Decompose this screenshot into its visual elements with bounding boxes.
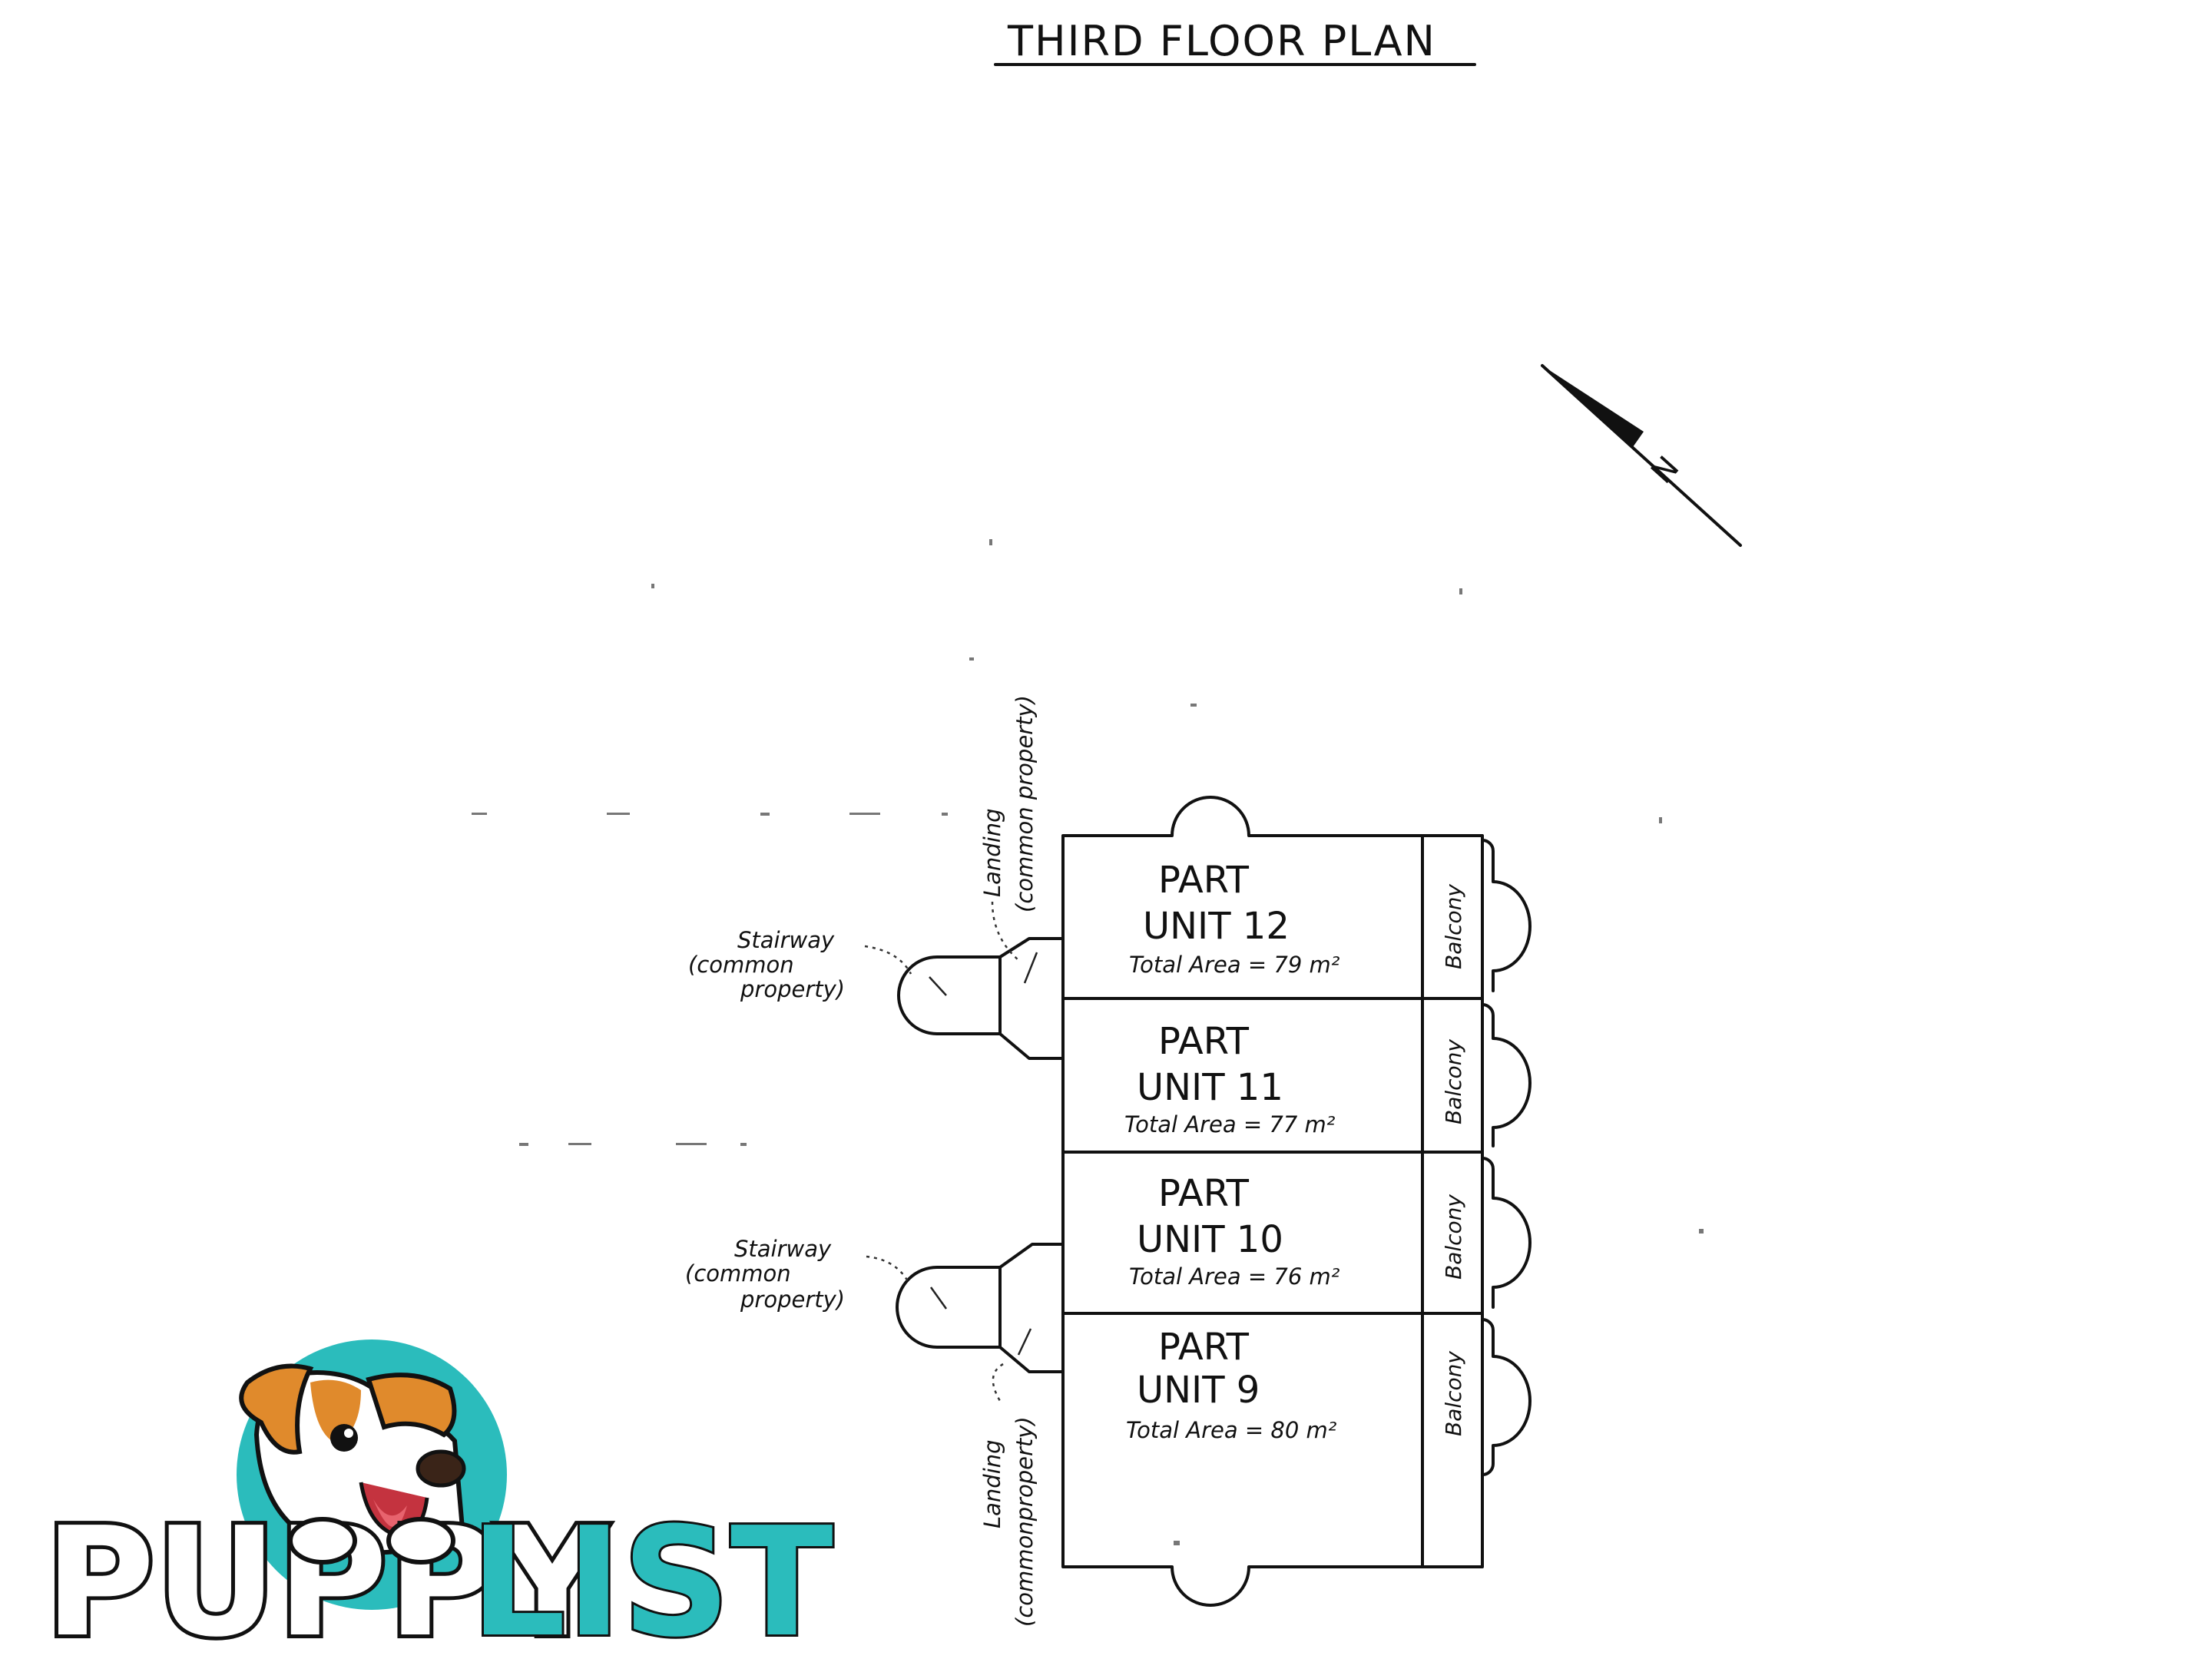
unit-12-part: PART	[1158, 859, 1250, 902]
north-label: N	[1644, 450, 1686, 491]
scan-specks	[472, 539, 1704, 1545]
svg-text:(common: (common	[688, 952, 794, 978]
right-paw-icon	[386, 1517, 455, 1565]
unit-11-part: PART	[1158, 1020, 1250, 1063]
unit-12: PART UNIT 12 Total Area = 79 m² Balcony	[1129, 859, 1466, 978]
left-paw-icon	[288, 1517, 357, 1565]
unit-12-balcony: Balcony	[1441, 884, 1466, 969]
svg-text:Landing: Landing	[979, 1439, 1005, 1528]
svg-text:Landing: Landing	[979, 808, 1005, 897]
landing-note-lower: Landing (commonproperty)	[979, 1416, 1038, 1627]
svg-text:(common property): (common property)	[1012, 695, 1038, 912]
unit-10-area: Total Area = 76 m²	[1129, 1263, 1340, 1290]
unit-12-name: UNIT 12	[1143, 905, 1290, 948]
svg-text:property): property)	[740, 1286, 845, 1313]
unit-9-area: Total Area = 80 m²	[1126, 1417, 1337, 1443]
upper-stairway	[897, 937, 1065, 1060]
north-arrow-icon: N	[1541, 364, 1742, 547]
unit-9: PART UNIT 9 Total Area = 80 m² Balcony	[1126, 1326, 1466, 1443]
landing-note-upper: Landing (common property)	[979, 695, 1038, 912]
svg-text:Stairway: Stairway	[734, 1236, 832, 1262]
lower-stairway	[896, 1243, 1065, 1373]
logo-text-list: LIST	[470, 1495, 833, 1659]
puppylist-logo: PUPPY LIST	[41, 1339, 836, 1659]
unit-9-balcony: Balcony	[1441, 1351, 1466, 1436]
building-outline	[1061, 796, 1532, 1607]
unit-12-area: Total Area = 79 m²	[1129, 952, 1340, 978]
unit-10-name: UNIT 10	[1137, 1218, 1283, 1261]
unit-11-name: UNIT 11	[1137, 1066, 1283, 1109]
svg-text:(common: (common	[685, 1260, 791, 1286]
logo-text-puppy: PUPPY	[45, 1495, 608, 1659]
unit-10-balcony: Balcony	[1441, 1194, 1466, 1280]
unit-9-name: UNIT 9	[1137, 1369, 1260, 1412]
unit-10-part: PART	[1158, 1172, 1250, 1215]
unit-9-part: PART	[1158, 1326, 1250, 1369]
stairway-note-upper: Stairway (common property)	[688, 927, 845, 1002]
plan-title-text: THIRD FLOOR PLAN	[1007, 17, 1436, 65]
stairway-note-lower: Stairway (common property)	[685, 1236, 845, 1313]
unit-11-area: Total Area = 77 m²	[1124, 1111, 1336, 1137]
svg-text:Stairway: Stairway	[737, 927, 835, 953]
unit-11-balcony: Balcony	[1441, 1039, 1466, 1124]
svg-text:property): property)	[740, 976, 845, 1002]
unit-11: PART UNIT 11 Total Area = 77 m² Balcony	[1124, 1020, 1466, 1137]
leader-lines	[864, 901, 1019, 1402]
svg-text:(commonproperty): (commonproperty)	[1012, 1416, 1038, 1627]
plan-title: THIRD FLOOR PLAN	[994, 17, 1476, 66]
unit-10: PART UNIT 10 Total Area = 76 m² Balcony	[1129, 1172, 1466, 1290]
